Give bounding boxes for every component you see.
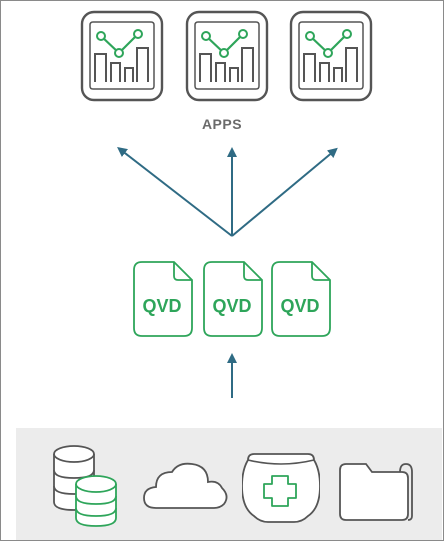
folder-icon [339,463,413,521]
arrow-to-app-left [117,146,233,237]
analytics-app-icon [80,10,164,102]
arrow-to-app-right [231,147,338,237]
apps-label: APPS [201,116,243,132]
qvd-label: QVD [280,296,319,316]
qvd-label: QVD [212,296,251,316]
database-icon [53,445,117,527]
analytics-app-icon [289,10,373,102]
qvd-label: QVD [142,296,181,316]
qvd-file-icon: QVD [203,261,263,337]
cloud-icon [143,462,228,509]
qvd-file-icon: QVD [133,261,193,337]
analytics-app-icon [185,10,269,102]
add-data-jar-icon [242,453,320,523]
qvd-file-icon: QVD [271,261,331,337]
